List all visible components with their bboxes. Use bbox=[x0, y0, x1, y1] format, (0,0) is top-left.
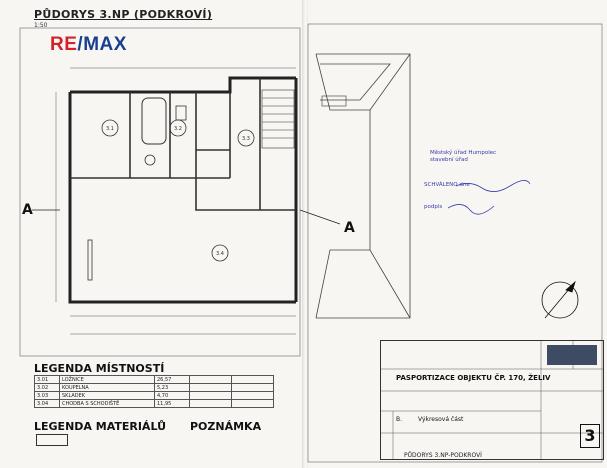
section-mark-left: A bbox=[22, 202, 33, 218]
room-label: 3.3 bbox=[242, 136, 250, 142]
interior-walls bbox=[70, 78, 296, 211]
dimension-lines bbox=[55, 67, 296, 335]
approval-signature: podpis bbox=[424, 204, 443, 210]
roof-outline bbox=[315, 53, 411, 319]
bathtub bbox=[141, 97, 167, 145]
drawing-title: PŮDORYS 3.NP (PODKROVÍ) bbox=[34, 8, 213, 21]
room-label: 3.4 bbox=[216, 251, 224, 257]
remax-logo: RE/MAX bbox=[50, 34, 127, 55]
sheet-number: 3 bbox=[580, 424, 600, 448]
north-arrow bbox=[541, 280, 579, 319]
outer-walls bbox=[68, 76, 298, 304]
materials-heading: LEGENDA MATERIÁLŮ bbox=[34, 420, 166, 433]
toilet bbox=[144, 154, 156, 166]
approval-date: SCHVÁLENO dne bbox=[424, 182, 470, 188]
project-title: PASPORTIZACE OBJEKTU ČP. 170, ŽELIV bbox=[396, 374, 551, 382]
footer-label: PŮDORYS 3.NP-PODKROVÍ bbox=[404, 452, 482, 459]
drawing-scale: 1:50 bbox=[34, 22, 48, 29]
section-mark-right: A bbox=[344, 220, 355, 236]
note-heading: POZNÁMKA bbox=[190, 420, 262, 433]
room-label: 3.2 bbox=[174, 126, 182, 132]
section-line bbox=[32, 209, 341, 225]
material-swatch bbox=[36, 434, 68, 446]
legend-table: 3.01 LOŽNICE 26,57 3.02 KOUPELNA 5,23 3.… bbox=[34, 375, 274, 408]
part-name: Výkresová část bbox=[418, 416, 464, 423]
approval-stamp: Městský úřad Humpolec stavební úřad bbox=[430, 150, 497, 163]
title-block bbox=[380, 340, 604, 460]
legend-heading: LEGENDA MÍSTNOSTÍ bbox=[34, 362, 165, 375]
table-row: 3.04 CHODBA S SCHODIŠTĚ 11,95 bbox=[34, 399, 274, 408]
part-letter: B. bbox=[396, 416, 403, 423]
paper-fold bbox=[302, 0, 308, 468]
stairs bbox=[261, 89, 295, 149]
room-label: 3.1 bbox=[106, 126, 114, 132]
